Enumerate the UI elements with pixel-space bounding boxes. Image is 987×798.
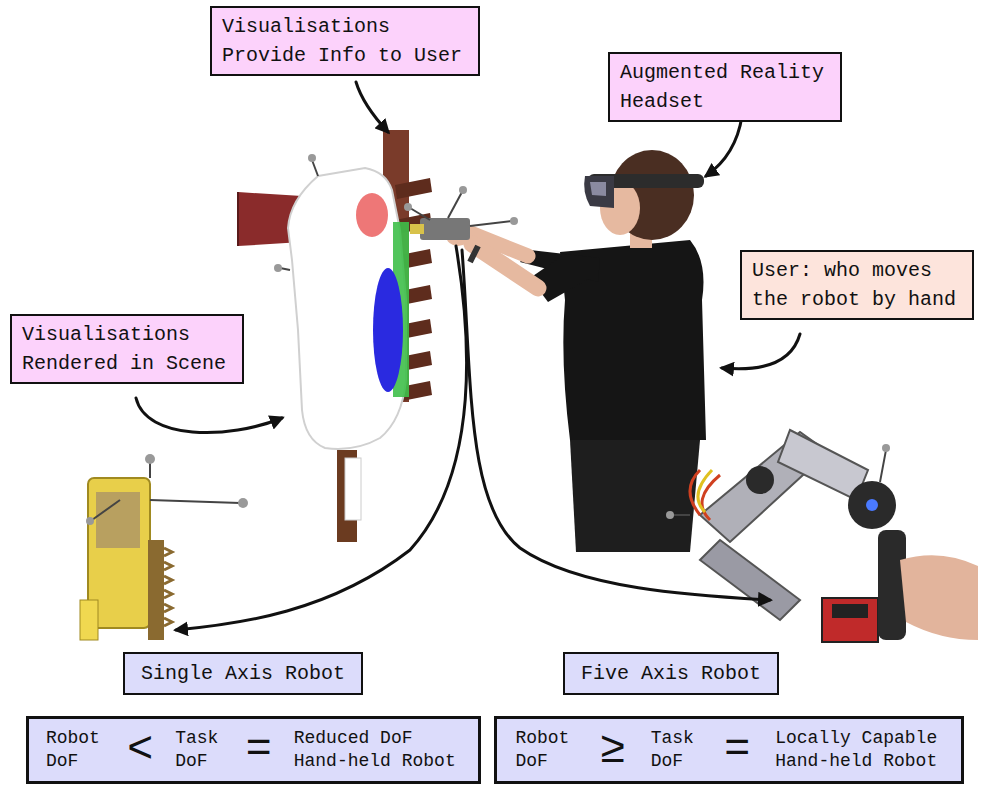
scene-object <box>312 160 318 176</box>
robot-label: Single Axis Robot <box>123 652 363 695</box>
five-axis-robot <box>848 481 896 529</box>
scene-object <box>373 268 403 392</box>
user-figure <box>472 244 538 288</box>
equation-symbol: < <box>127 725 153 775</box>
label-text: Five Axis Robot <box>581 659 761 688</box>
leader-arrow <box>706 116 742 176</box>
label-text: Single Axis Robot <box>141 659 345 688</box>
single-axis-robot <box>80 454 248 640</box>
single-axis-robot <box>148 540 164 640</box>
five-axis-robot <box>832 604 868 618</box>
label-text: User: who moves the robot by hand <box>752 256 962 314</box>
five-axis-robot <box>878 530 906 640</box>
single-axis-robot <box>164 548 172 626</box>
five-axis-robot <box>746 466 774 494</box>
five-axis-robot <box>900 555 978 640</box>
user-figure <box>570 440 700 552</box>
held-robot <box>410 208 430 220</box>
held-robot <box>510 217 518 225</box>
scene-object <box>237 192 239 246</box>
five-axis-robot <box>666 511 674 519</box>
equation-term: Robot DoF <box>46 727 105 773</box>
held-robot <box>410 224 424 234</box>
held-robot <box>470 221 512 226</box>
single-axis-robot <box>149 462 151 478</box>
equation-term: Task DoF <box>175 727 224 773</box>
scene-object <box>395 178 432 199</box>
callout-box: User: who moves the robot by hand <box>740 250 974 320</box>
equation-term: Locally Capable Hand-held Robot <box>775 727 942 773</box>
leader-arrow <box>462 250 770 600</box>
single-axis-robot <box>86 517 94 525</box>
leader-arrow <box>176 246 467 630</box>
equation-term: Task DoF <box>651 727 700 773</box>
leader-arrow <box>136 398 282 433</box>
label-text: Visualisations Provide Info to User <box>222 12 468 70</box>
five-axis-robot <box>866 499 878 511</box>
scene-object <box>274 264 282 272</box>
robot-label: Five Axis Robot <box>563 652 779 695</box>
held-robot <box>420 218 470 240</box>
held-robot <box>448 192 462 218</box>
five-axis-robot <box>882 444 890 452</box>
label-text: Augmented Reality Headset <box>620 58 830 116</box>
user-figure <box>470 246 478 262</box>
five-axis-robot <box>672 514 690 516</box>
callout-box: Augmented Reality Headset <box>608 52 842 122</box>
scene-object <box>345 458 361 520</box>
scene-object <box>308 154 316 162</box>
equation-symbol: ≥ <box>600 725 626 775</box>
five-axis-robot <box>690 470 720 520</box>
held-robot <box>404 203 412 211</box>
equation-symbol: = <box>246 725 272 775</box>
callout-box: Visualisations Rendered in Scene <box>10 314 244 384</box>
callout-box: Visualisations Provide Info to User <box>210 6 480 76</box>
single-axis-robot <box>80 600 98 640</box>
leader-arrow <box>356 82 388 132</box>
single-axis-robot <box>238 498 248 508</box>
single-axis-robot <box>92 500 120 520</box>
scene-object <box>356 193 388 237</box>
leader-arrow <box>722 334 800 369</box>
equation-term: Reduced DoF Hand-held Robot <box>294 727 461 773</box>
single-axis-robot <box>145 454 155 464</box>
user-figure <box>584 176 614 208</box>
equation-box: Robot DoF ≥ Task DoF = Locally Capable Hand-… <box>494 716 964 784</box>
five-axis-robot <box>666 430 978 642</box>
held-robot <box>459 186 467 194</box>
five-axis-robot <box>698 470 712 512</box>
equation-box: Robot DoF < Task DoF = Reduced DoF Hand-held… <box>26 716 481 784</box>
five-axis-robot <box>880 450 886 482</box>
held-robot <box>404 186 518 240</box>
label-text: Visualisations Rendered in Scene <box>22 320 232 378</box>
five-axis-robot <box>822 598 878 642</box>
equation-term: Robot DoF <box>515 727 574 773</box>
five-axis-robot <box>700 540 800 620</box>
user-figure <box>590 182 606 196</box>
equation-symbol: = <box>724 725 750 775</box>
scene-object <box>288 168 406 449</box>
single-axis-robot <box>150 500 240 503</box>
scene-object <box>238 130 432 542</box>
